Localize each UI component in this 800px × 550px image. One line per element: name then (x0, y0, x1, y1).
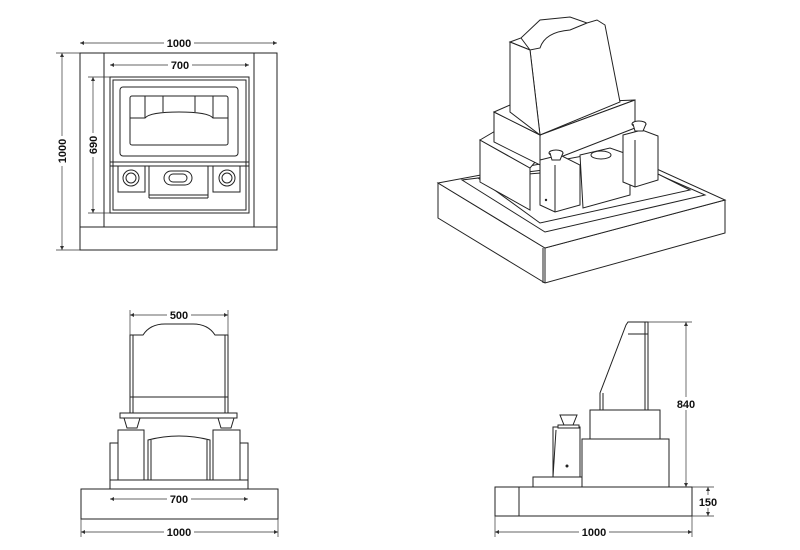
plan-inner-depth-label: 690 (88, 136, 100, 154)
incense-holder-plan (148, 165, 209, 196)
plan-dimensions: 1000 700 1000 690 (55, 36, 277, 251)
plan-view (79, 52, 278, 251)
left-vase-iso (539, 154, 581, 213)
right-vase-plan (212, 165, 241, 193)
height-label: 840 (677, 399, 695, 411)
side-view (494, 321, 693, 517)
base-height-label: 150 (699, 497, 717, 509)
plan-depth-label: 1000 (57, 139, 69, 163)
stone-width-label: 500 (170, 310, 188, 322)
plan-width-label: 1000 (167, 38, 191, 50)
plan-inner-width-label: 700 (171, 60, 189, 72)
front-inner-width-label: 700 (170, 494, 188, 506)
isometric-view (436, 16, 727, 284)
right-vase-iso (622, 129, 659, 188)
left-vase-plan (117, 165, 146, 193)
front-view (80, 323, 279, 520)
side-dimensions: 840 150 1000 (494, 321, 719, 539)
front-dimensions: 500 700 1000 (80, 308, 279, 539)
side-depth-label: 1000 (582, 527, 606, 539)
front-width-label: 1000 (167, 527, 191, 539)
